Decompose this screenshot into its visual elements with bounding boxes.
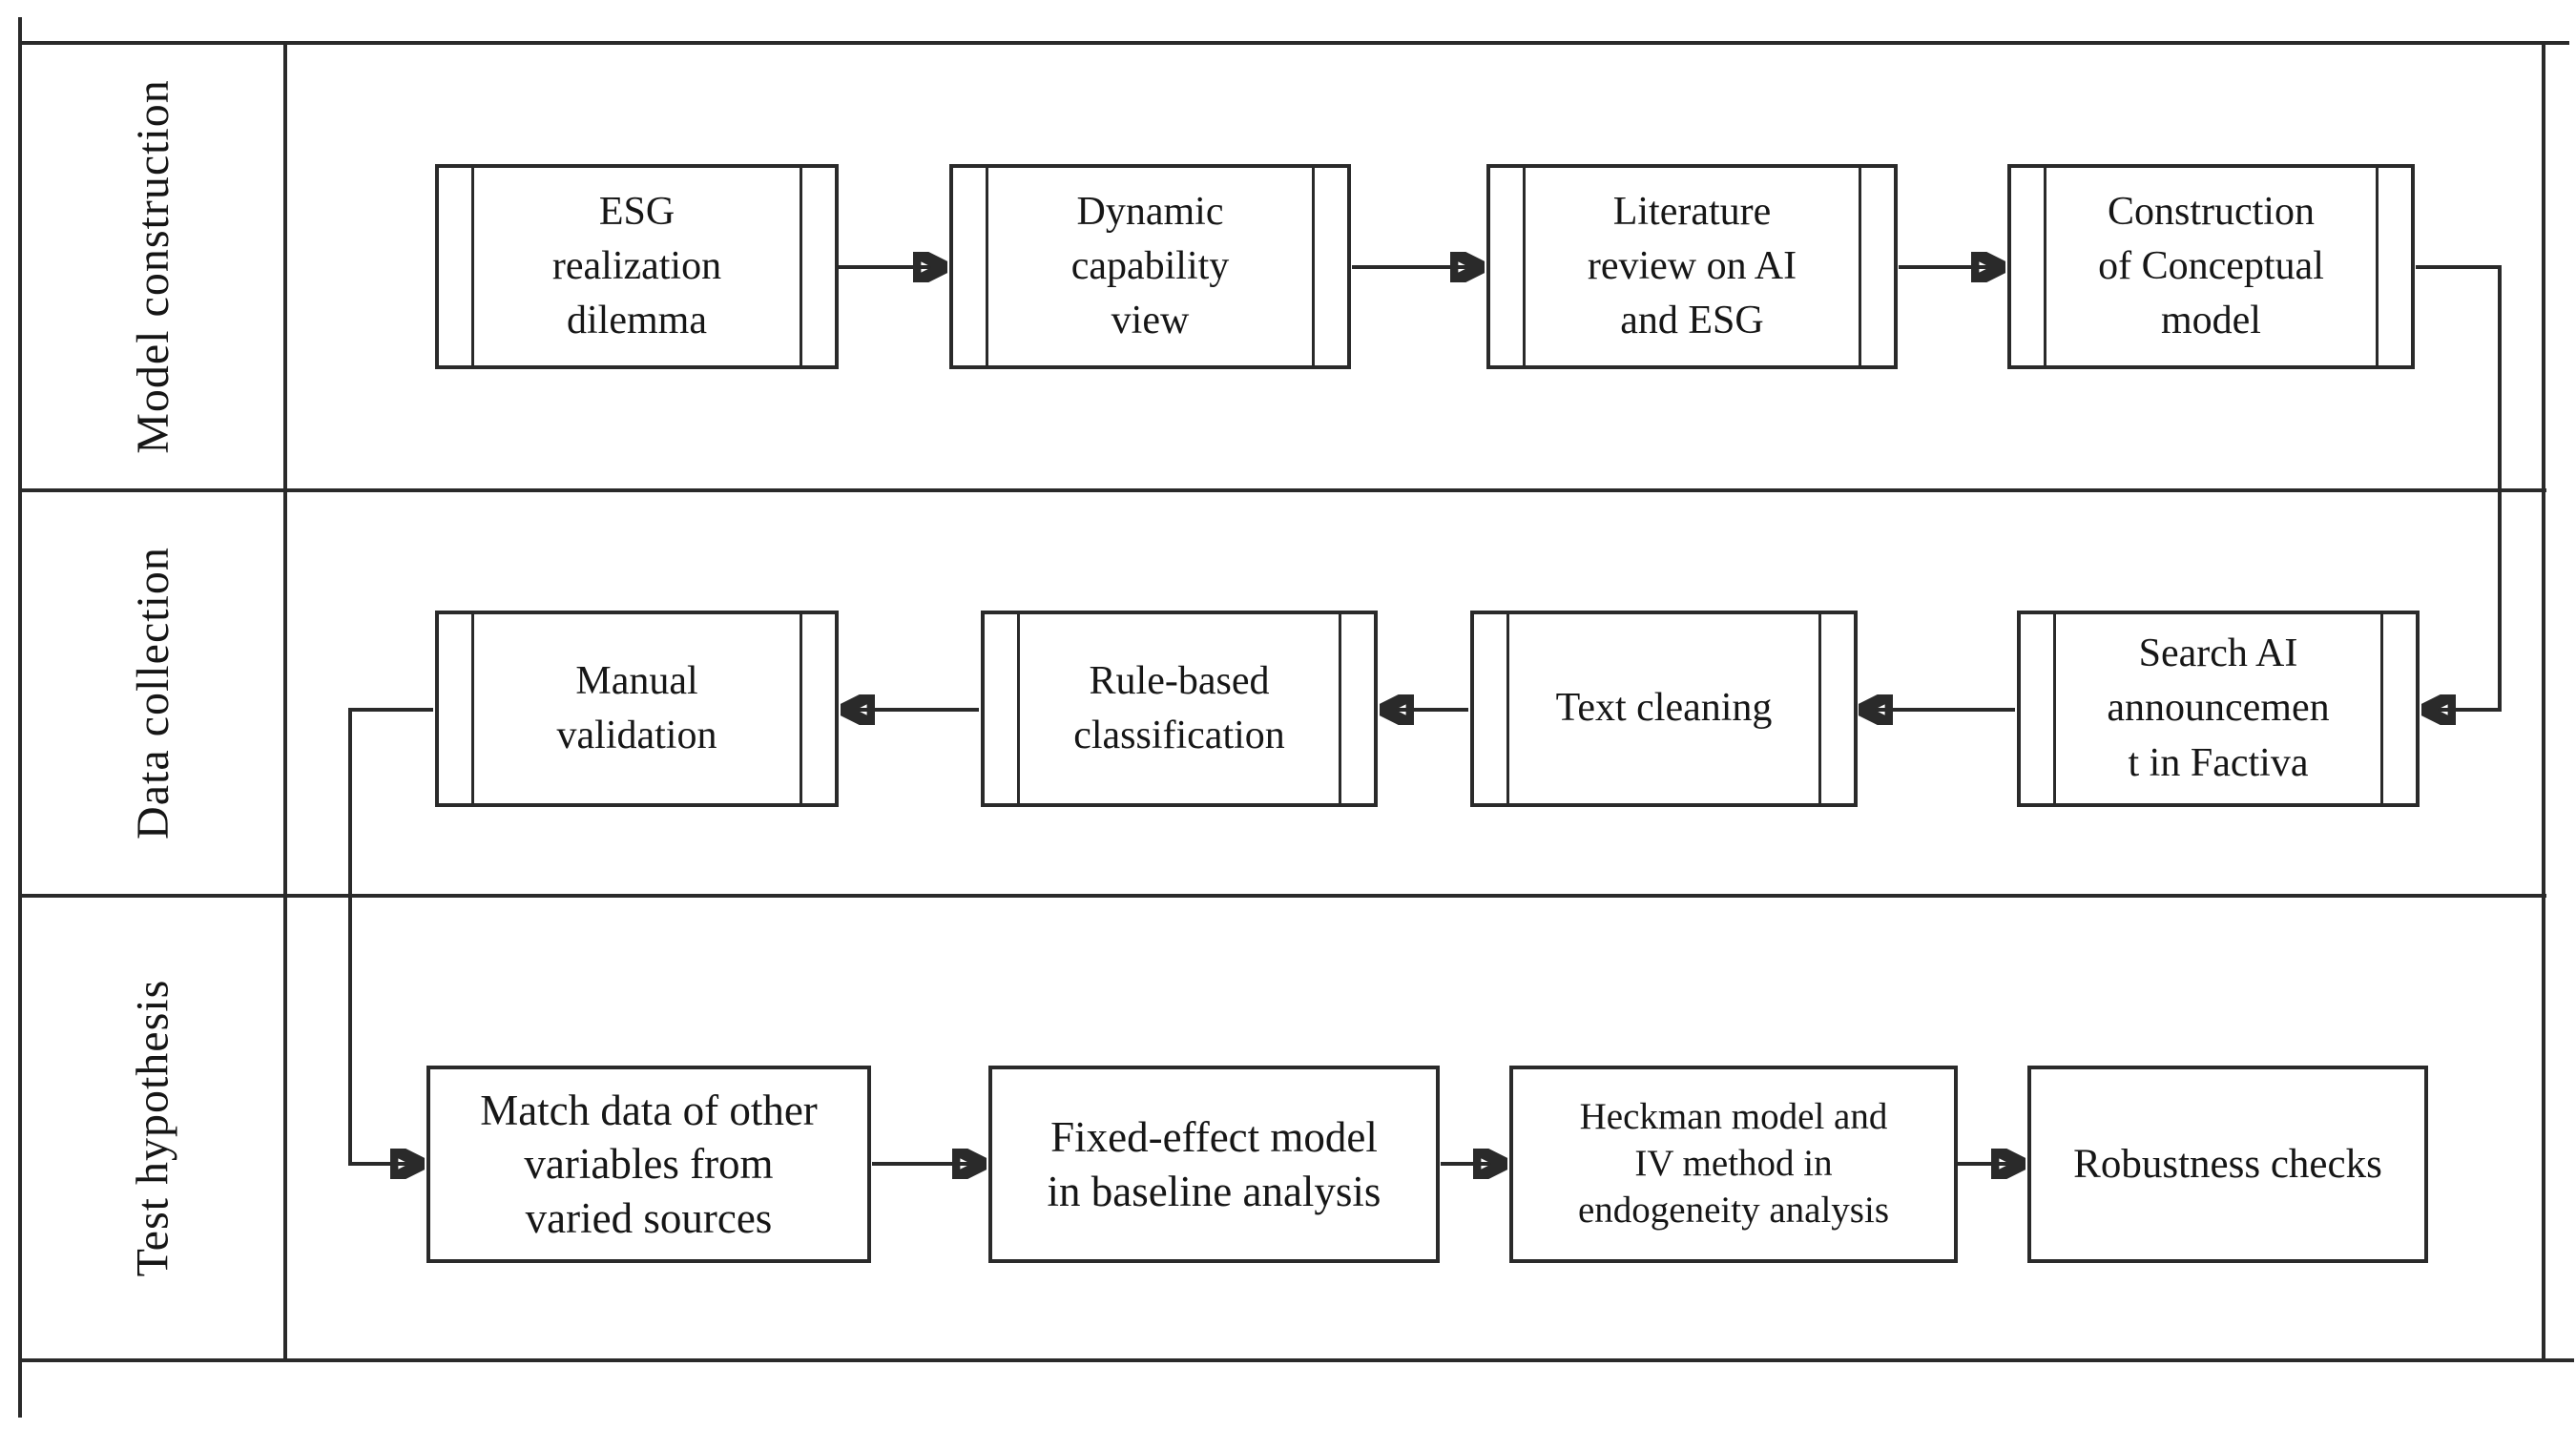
lane-label-model-construction: Model construction (127, 79, 178, 454)
elbow-manual-to-match (348, 708, 433, 1164)
lane-divider-2 (18, 894, 2546, 898)
box-label: Match data of other variables from varie… (480, 1087, 818, 1242)
box-search-ai-factiva: Search AI announcemen t in Factiva (2017, 611, 2420, 807)
process-bar-left (2053, 614, 2056, 803)
process-bar-left (1506, 614, 1509, 803)
process-bar-left (471, 614, 474, 803)
table-bottom-border (18, 1358, 2574, 1362)
box-label: ESG realization dilemma (551, 189, 722, 343)
box-literature-review: Literature review on AI and ESG (1486, 164, 1898, 369)
process-bar-left (471, 168, 474, 365)
box-heckman-iv-endogeneity: Heckman model and IV method in endogenei… (1509, 1066, 1958, 1263)
lane-label-divider (283, 41, 287, 1362)
box-label: Search AI announcemen t in Factiva (2107, 632, 2330, 785)
box-label: Text cleaning (1555, 686, 1773, 731)
box-manual-validation: Manual validation (435, 611, 839, 807)
lane-label-data-collection: Data collection (127, 547, 178, 839)
lane-label-test-hypothesis: Test hypothesis (127, 979, 178, 1277)
box-conceptual-model-construction: Construction of Conceptual model (2007, 164, 2415, 369)
lane-divider-1 (18, 488, 2546, 492)
box-esg-realization-dilemma: ESG realization dilemma (435, 164, 839, 369)
box-label: Rule-based classification (1073, 658, 1285, 757)
process-bar-right (800, 168, 802, 365)
process-bar-left (1523, 168, 1526, 365)
table-top-border (18, 41, 2569, 45)
process-bar-left (1017, 614, 1020, 803)
lane-header-test-hypothesis: Test hypothesis (22, 898, 283, 1358)
box-label: Literature review on AI and ESG (1587, 189, 1797, 343)
box-label: Construction of Conceptual model (2098, 189, 2324, 343)
process-bar-right (2380, 614, 2383, 803)
box-fixed-effect-model: Fixed-effect model in baseline analysis (988, 1066, 1440, 1263)
table-left-border (18, 17, 22, 1418)
box-match-data-variables: Match data of other variables from varie… (426, 1066, 871, 1263)
box-label: Robustness checks (2073, 1141, 2382, 1187)
process-bar-right (2376, 168, 2379, 365)
box-text-cleaning: Text cleaning (1470, 611, 1858, 807)
box-label: Fixed-effect model in baseline analysis (1047, 1113, 1381, 1215)
process-bar-right (1859, 168, 1861, 365)
process-bar-right (1339, 614, 1341, 803)
box-rule-based-classification: Rule-based classification (981, 611, 1378, 807)
process-bar-right (1818, 614, 1821, 803)
process-bar-left (986, 168, 988, 365)
process-bar-right (800, 614, 802, 803)
box-label: Dynamic capability view (1070, 189, 1230, 343)
lane-header-data-collection: Data collection (22, 492, 283, 894)
lane-header-model-construction: Model construction (22, 45, 283, 488)
process-bar-left (2044, 168, 2046, 365)
box-dynamic-capability-view: Dynamic capability view (949, 164, 1351, 369)
table-right-border (2542, 41, 2545, 1362)
box-label: Heckman model and IV method in endogenei… (1578, 1096, 1889, 1231)
process-bar-right (1312, 168, 1315, 365)
box-robustness-checks: Robustness checks (2027, 1066, 2428, 1263)
box-label: Manual validation (556, 658, 717, 757)
